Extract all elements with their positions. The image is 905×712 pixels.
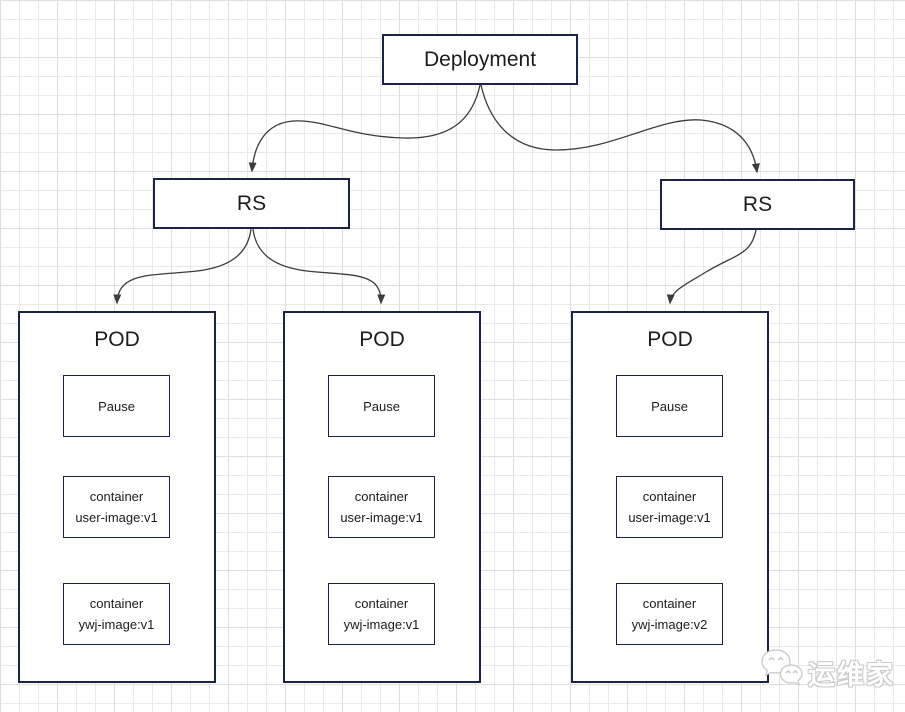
- container-label-line2: ywj-image:v1: [78, 617, 155, 632]
- chat-bubbles-icon: [761, 649, 803, 686]
- deployment-node: Deployment: [382, 34, 578, 85]
- container-label-line2: user-image:v1: [628, 510, 711, 525]
- container-label-line1: container: [642, 489, 697, 504]
- watermark-text: 运维家: [808, 659, 895, 690]
- pod-2-pause-node: Pause: [328, 375, 435, 437]
- container-label-line1: container: [89, 596, 144, 611]
- edge-deployment-to-rs-right: [480, 84, 760, 174]
- rs-right-label: RS: [742, 192, 773, 216]
- container-label-line1: container: [354, 489, 409, 504]
- pause-label: Pause: [651, 398, 688, 414]
- pod-1-pause-node: Pause: [63, 375, 170, 437]
- rs-left-label: RS: [236, 191, 267, 215]
- pod-3-pause-node: Pause: [616, 375, 723, 437]
- pod-2-node: POD Pause container user-image:v1 contai…: [283, 311, 481, 683]
- pod-3-title: POD: [647, 328, 693, 351]
- deployment-label: Deployment: [423, 47, 537, 71]
- pod-2-container-user-image-node: container user-image:v1: [328, 476, 435, 538]
- pause-label: Pause: [98, 398, 135, 414]
- rs-left-node: RS: [153, 178, 350, 229]
- pod-2-title: POD: [359, 328, 405, 351]
- container-label-line2: user-image:v1: [75, 510, 158, 525]
- pod-1-title: POD: [94, 328, 140, 351]
- edge-rs-left-to-pod-1: [113, 228, 252, 305]
- container-label-line2: ywj-image:v1: [343, 617, 420, 632]
- container-label-line1: container: [642, 596, 697, 611]
- rs-right-node: RS: [660, 179, 855, 230]
- pod-3-node: POD Pause container user-image:v1 contai…: [571, 311, 769, 683]
- pod-1-container-ywj-image-node: container ywj-image:v1: [63, 583, 170, 645]
- pod-1-container-user-image-node: container user-image:v1: [63, 476, 170, 538]
- watermark: 运维家: [760, 648, 895, 696]
- pod-3-container-user-image-node: container user-image:v1: [616, 476, 723, 538]
- pod-3-container-ywj-image-node: container ywj-image:v2: [616, 583, 723, 645]
- container-label-line2: user-image:v1: [340, 510, 423, 525]
- container-label-line1: container: [89, 489, 144, 504]
- pod-1-node: POD Pause container user-image:v1 contai…: [18, 311, 216, 683]
- edge-deployment-to-rs-left: [248, 84, 481, 173]
- pod-2-container-ywj-image-node: container ywj-image:v1: [328, 583, 435, 645]
- edge-rs-left-to-pod-2: [252, 228, 386, 305]
- pause-label: Pause: [363, 398, 400, 414]
- container-label-line2: ywj-image:v2: [631, 617, 708, 632]
- container-label-line1: container: [354, 596, 409, 611]
- edge-rs-right-to-pod-3: [666, 229, 757, 305]
